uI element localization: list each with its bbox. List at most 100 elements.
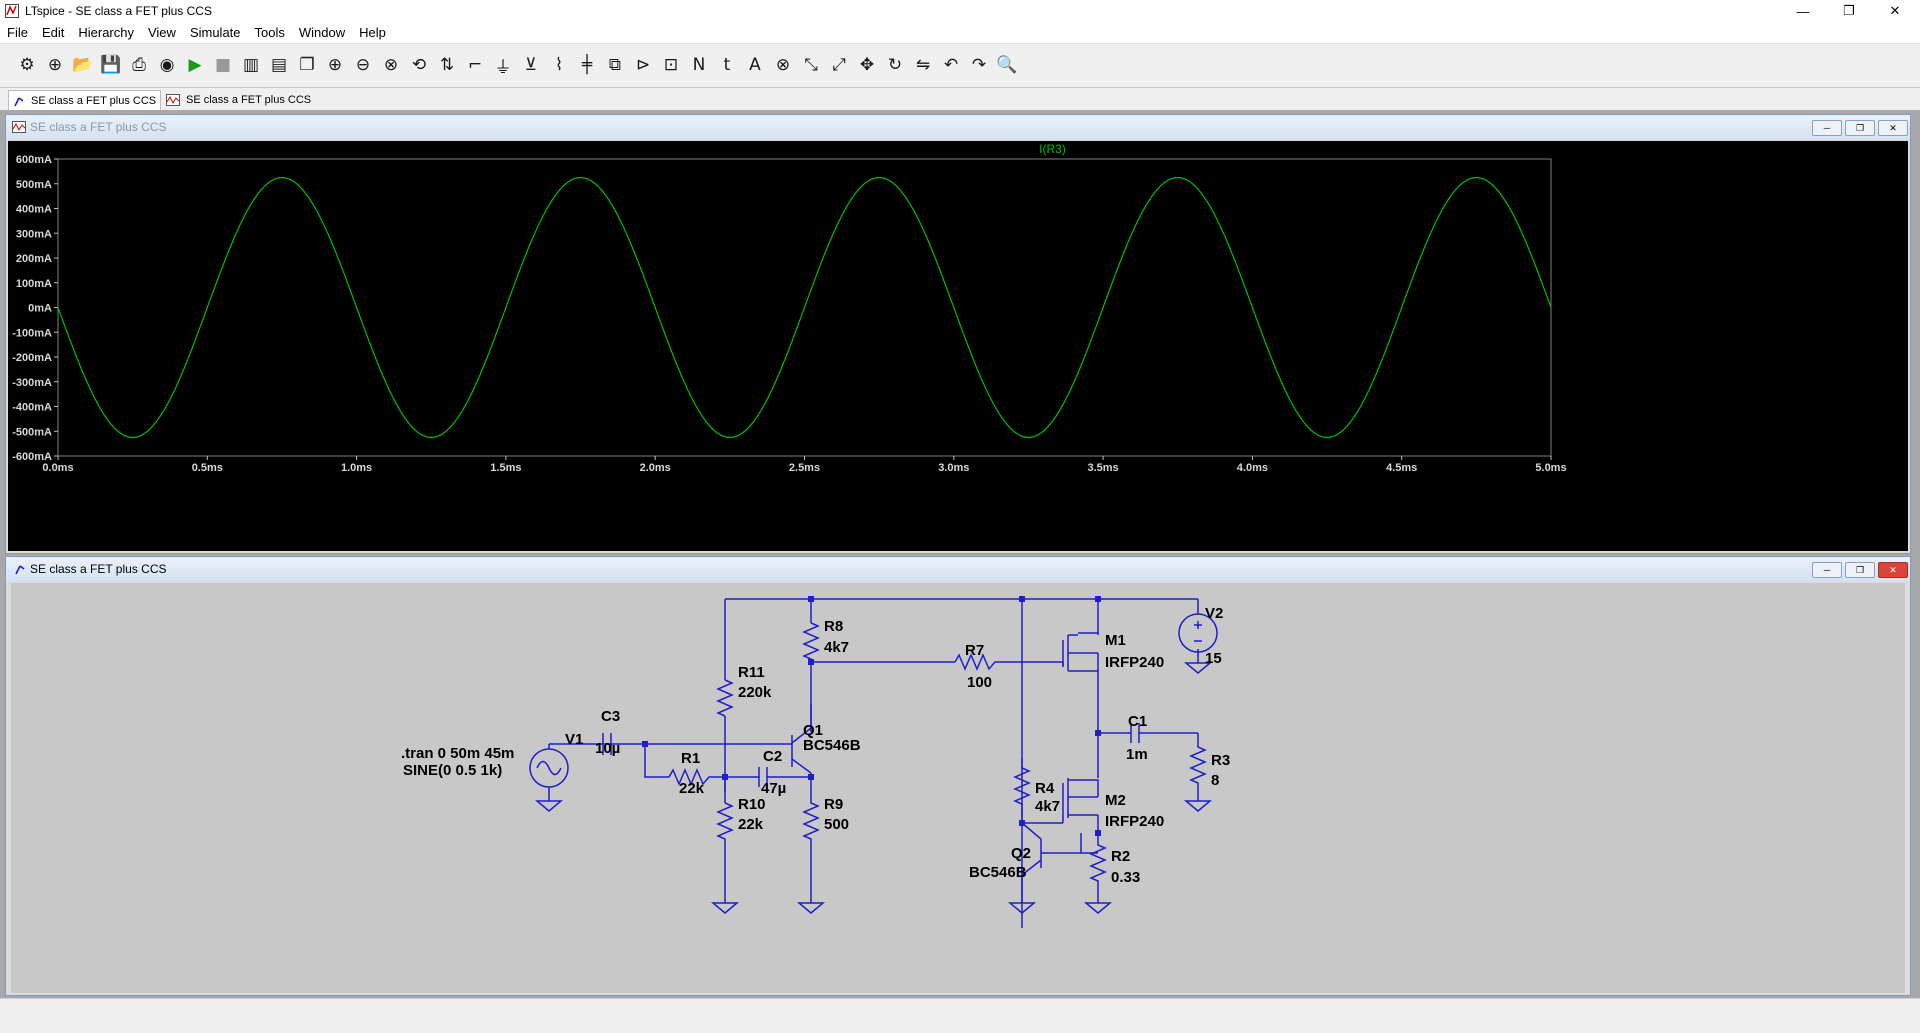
y-tick-label: -200mA	[12, 352, 52, 364]
zoom-fit-icon[interactable]: ⊗	[383, 55, 399, 75]
menu-simulate[interactable]: Simulate	[189, 25, 241, 40]
menu-hierarchy[interactable]: Hierarchy	[78, 25, 134, 40]
label-net-icon[interactable]: ⊻	[524, 55, 538, 75]
open-schematic-icon[interactable]: ⊕	[47, 55, 63, 75]
run-icon[interactable]: ▶	[188, 55, 202, 75]
tab-schematic[interactable]: SE class a FET plus CCS	[8, 90, 162, 110]
waveform-plot[interactable]: 600mA500mA400mA300mA200mA100mA0mA-100mA-…	[8, 141, 1908, 551]
sine-source-value[interactable]: SINE(0 0.5 1k)	[403, 762, 502, 779]
restore-window-button[interactable]: ❐	[1843, 3, 1855, 18]
r10-label[interactable]: R10	[738, 796, 766, 813]
diode-icon[interactable]: ⊳	[635, 55, 651, 75]
zoom-back-icon[interactable]: ⟲	[411, 55, 427, 75]
tran-directive[interactable]: .tran 0 50m 45m	[401, 745, 514, 762]
c1-label[interactable]: C1	[1128, 713, 1147, 730]
component-icon[interactable]: ⊡	[663, 55, 679, 75]
q2-label[interactable]: Q2	[1011, 845, 1031, 862]
r11-label[interactable]: R11	[738, 664, 765, 681]
legend-i-r3[interactable]: I(R3)	[1039, 142, 1066, 156]
move-icon[interactable]: ⤢	[832, 55, 846, 75]
q2-value[interactable]: BC546B	[969, 864, 1027, 881]
r7-label[interactable]: R7	[965, 642, 984, 659]
autorange-icon[interactable]: ⇅	[439, 55, 455, 75]
save-icon[interactable]: 💾	[100, 55, 122, 75]
close-window-button[interactable]: ✕	[1889, 3, 1901, 18]
undo-icon[interactable]: ↶	[943, 55, 959, 75]
menu-help[interactable]: Help	[359, 25, 386, 40]
r2-value[interactable]: 0.33	[1111, 869, 1140, 886]
wire-icon[interactable]: ⌐	[467, 55, 483, 75]
r3-label[interactable]: R3	[1211, 752, 1230, 769]
minimize-child-button[interactable]: ─	[1812, 120, 1842, 136]
r7-value[interactable]: 100	[967, 674, 992, 691]
restore-child-button[interactable]: ❐	[1845, 562, 1875, 578]
c3-label[interactable]: C3	[601, 708, 620, 725]
r8-value[interactable]: 4k7	[824, 639, 849, 656]
restore-child-button[interactable]: ❐	[1845, 120, 1875, 136]
tile-vertical-icon[interactable]: ▥	[242, 55, 260, 75]
schematic-icon	[14, 96, 24, 106]
ground-icon[interactable]: ⏚	[494, 57, 512, 78]
cascade-icon[interactable]: ❐	[299, 55, 315, 75]
q1-value[interactable]: BC546B	[803, 737, 861, 754]
c2-label[interactable]: C2	[763, 748, 782, 765]
close-child-button[interactable]: ✕	[1878, 562, 1908, 578]
menu-edit[interactable]: Edit	[41, 25, 65, 40]
mirror-icon[interactable]: ⇋	[915, 55, 931, 75]
r1-label[interactable]: R1	[681, 750, 700, 767]
c3-value[interactable]: 10µ	[595, 740, 620, 757]
r11-value[interactable]: 220k	[738, 684, 772, 701]
text-icon[interactable]: t	[723, 55, 731, 75]
r4-value[interactable]: 4k7	[1035, 798, 1060, 815]
print-icon[interactable]: ⎙	[132, 55, 146, 75]
c2-value[interactable]: 47µ	[761, 780, 786, 797]
v1-label[interactable]: V1	[565, 731, 583, 748]
schematic-window[interactable]: SE class a FET plus CCS ─ ❐ ✕	[5, 556, 1911, 996]
r3-value[interactable]: 8	[1211, 772, 1219, 789]
minimize-child-button[interactable]: ─	[1812, 562, 1842, 578]
inductor-icon[interactable]: ⧉	[608, 55, 622, 75]
q1-label[interactable]: Q1	[803, 722, 823, 739]
r8-label[interactable]: R8	[824, 618, 843, 635]
tab-waveform[interactable]: SE class a FET plus CCS	[162, 90, 315, 109]
r1-value[interactable]: 22k	[679, 780, 705, 797]
r2-label[interactable]: R2	[1111, 848, 1130, 865]
menu-tools[interactable]: Tools	[254, 25, 285, 40]
halt-icon[interactable]: ■	[214, 55, 232, 75]
redo-icon[interactable]: ↷	[971, 55, 987, 75]
minimize-window-button[interactable]: —	[1796, 3, 1810, 19]
tile-horizontal-icon[interactable]: ▤	[270, 55, 288, 75]
m1-value[interactable]: IRFP240	[1105, 654, 1164, 671]
v2-value[interactable]: 15	[1205, 650, 1222, 667]
schematic-canvas[interactable]: V1 .tran 0 50m 45m SINE(0 0.5 1k) C3 10µ…	[11, 583, 1905, 993]
c1-value[interactable]: 1m	[1126, 746, 1148, 763]
drag-icon[interactable]: ✥	[859, 55, 875, 75]
menu-file[interactable]: File	[7, 25, 28, 40]
m2-label[interactable]: M2	[1105, 792, 1126, 809]
find-icon[interactable]: 🔍	[996, 55, 1018, 75]
r9-label[interactable]: R9	[824, 796, 843, 813]
y-tick-label: 0mA	[28, 303, 52, 315]
zoom-in-icon[interactable]: ⊕	[327, 55, 343, 75]
v2-label[interactable]: V2	[1205, 605, 1223, 622]
r10-value[interactable]: 22k	[738, 816, 764, 833]
m2-value[interactable]: IRFP240	[1105, 813, 1164, 830]
menu-view[interactable]: View	[147, 25, 176, 40]
open-folder-icon[interactable]: 📂	[72, 55, 94, 75]
resistor-icon[interactable]: ⌇	[554, 55, 564, 75]
spice-directive-icon[interactable]: A	[749, 55, 761, 75]
settings-icon[interactable]: ⚙	[19, 55, 35, 75]
net-name-icon[interactable]: N	[692, 55, 706, 75]
r4-label[interactable]: R4	[1035, 780, 1055, 797]
delete-icon[interactable]: ⊗	[775, 55, 791, 75]
r9-value[interactable]: 500	[824, 816, 849, 833]
capacitor-icon[interactable]: ╪	[581, 55, 593, 75]
rotate-icon[interactable]: ↻	[887, 55, 903, 75]
control-panel-icon[interactable]: ◉	[159, 55, 175, 75]
menu-window[interactable]: Window	[298, 25, 346, 40]
zoom-out-icon[interactable]: ⊖	[355, 55, 371, 75]
m1-label[interactable]: M1	[1105, 632, 1126, 649]
duplicate-icon[interactable]: ⤡	[804, 55, 818, 75]
close-child-button[interactable]: ✕	[1878, 120, 1908, 136]
